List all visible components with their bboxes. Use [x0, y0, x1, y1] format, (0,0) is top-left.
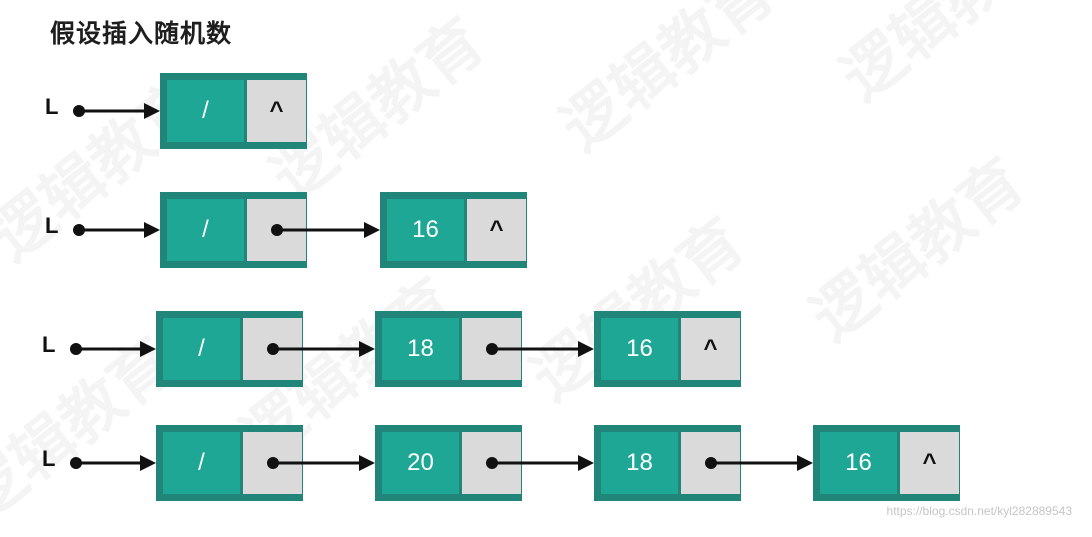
- page-title: 假设插入随机数: [50, 19, 233, 48]
- node-data-field: /: [163, 432, 240, 494]
- arrow-head: [359, 455, 375, 471]
- pointer-arrows: [73, 222, 380, 238]
- arrow-head: [140, 455, 156, 471]
- head-arrow: [70, 341, 156, 357]
- arrow-head: [797, 455, 813, 471]
- list-row: L / 16^: [0, 192, 1092, 276]
- node-data-field: 16: [601, 318, 678, 380]
- node-data-field: /: [167, 199, 244, 261]
- list-node: 16^: [380, 192, 527, 268]
- node-data-field: /: [163, 318, 240, 380]
- list-row: L / 18 16^: [0, 311, 1092, 395]
- arrow-head: [578, 341, 594, 357]
- next-arrow: [267, 341, 375, 357]
- node-data-field: 20: [382, 432, 459, 494]
- node-data-field: /: [167, 80, 244, 142]
- head-pointer-label: L: [42, 446, 56, 471]
- source-url: https://blog.csdn.net/kyl282889543: [886, 504, 1072, 518]
- list-node: 16^: [594, 311, 741, 387]
- arrow-head: [144, 222, 160, 238]
- node-next-field: ^: [681, 318, 740, 380]
- node-next-field: ^: [900, 432, 959, 494]
- list-row: L /^: [0, 73, 1092, 157]
- next-arrow: [267, 455, 375, 471]
- node-data-field: 16: [387, 199, 464, 261]
- node-data-field: 16: [820, 432, 897, 494]
- head-pointer-label: L: [45, 213, 59, 238]
- head-arrow: [73, 103, 160, 119]
- arrow-head: [359, 341, 375, 357]
- list-node: 16^: [813, 425, 960, 501]
- next-arrow: [486, 455, 594, 471]
- pointer-arrows: [70, 341, 594, 357]
- node-next-field: ^: [247, 80, 306, 142]
- head-node: /^: [160, 73, 307, 149]
- head-pointer-label: L: [42, 332, 56, 357]
- list-row: L / 20 18 16^: [0, 425, 1092, 509]
- node-next-field: ^: [467, 199, 526, 261]
- pointer-arrows: [70, 455, 813, 471]
- head-arrow: [73, 222, 160, 238]
- head-pointer-label: L: [45, 94, 59, 119]
- next-arrow: [705, 455, 813, 471]
- node-data-field: 18: [601, 432, 678, 494]
- next-arrow: [271, 222, 380, 238]
- head-arrow: [70, 455, 156, 471]
- arrow-head: [144, 103, 160, 119]
- pointer-arrows: [73, 103, 160, 119]
- arrow-head: [578, 455, 594, 471]
- arrow-head: [364, 222, 380, 238]
- node-data-field: 18: [382, 318, 459, 380]
- arrow-head: [140, 341, 156, 357]
- next-arrow: [486, 341, 594, 357]
